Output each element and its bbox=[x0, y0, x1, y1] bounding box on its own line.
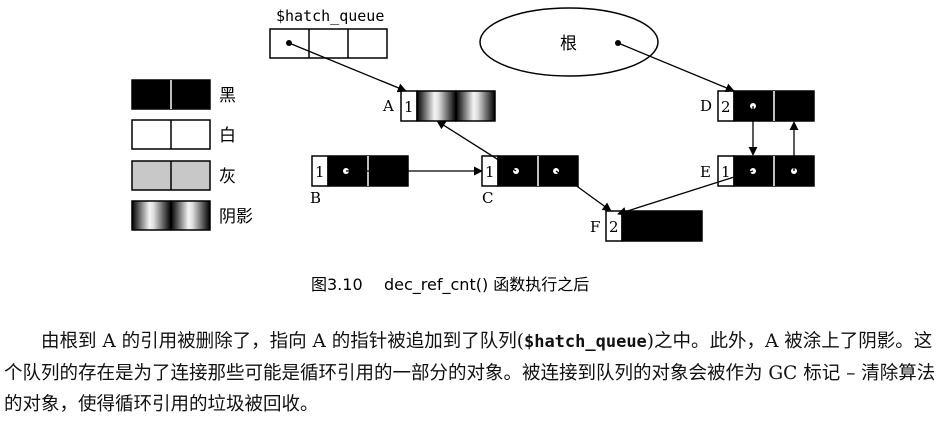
legend-gray: 灰 bbox=[131, 160, 236, 191]
node-b-label: B bbox=[310, 189, 321, 207]
reference-count-diagram: 黑 白 灰 阴影 $hatch_queue 根 A bbox=[131, 7, 815, 295]
node-d-count: 2 bbox=[721, 98, 731, 116]
paragraph-code: $hatch_queue bbox=[523, 332, 647, 352]
node-a-count: 1 bbox=[404, 98, 414, 116]
node-b-count: 1 bbox=[315, 163, 325, 181]
legend-white: 白 bbox=[131, 119, 236, 150]
node-f-count: 2 bbox=[609, 218, 619, 236]
arrow-c-to-a bbox=[436, 120, 517, 172]
legend-gray-label: 灰 bbox=[219, 167, 236, 187]
hatch-queue-label: $hatch_queue bbox=[276, 7, 384, 25]
caption-number: 图3.10 bbox=[311, 275, 363, 294]
pointer-arrows bbox=[288, 42, 799, 216]
node-a: A 1 bbox=[382, 90, 496, 122]
caption-title: dec_ref_cnt() 函数执行之后 bbox=[384, 275, 589, 295]
root: 根 bbox=[479, 7, 659, 77]
node-f: F 2 bbox=[590, 210, 703, 242]
hatch-queue: $hatch_queue bbox=[269, 7, 388, 59]
node-c: 1 C bbox=[481, 155, 579, 207]
node-a-label: A bbox=[382, 97, 394, 115]
node-f-label: F bbox=[590, 218, 600, 236]
node-d: D 2 bbox=[700, 90, 815, 122]
legend-shaded: 阴影 bbox=[131, 200, 253, 231]
node-b: 1 B bbox=[310, 155, 409, 207]
arrow-c-to-f bbox=[555, 170, 612, 212]
body-paragraph: 由根到 A 的引用被删除了，指向 A 的指针被追加到了队列($hatch_que… bbox=[4, 326, 947, 420]
legend: 黑 白 灰 阴影 bbox=[131, 79, 253, 231]
legend-black: 黑 bbox=[131, 79, 236, 110]
node-d-label: D bbox=[700, 97, 712, 115]
node-c-count: 1 bbox=[485, 163, 495, 181]
legend-black-label: 黑 bbox=[219, 86, 236, 106]
arrow-queue-to-a bbox=[288, 42, 407, 93]
node-c-label: C bbox=[482, 189, 493, 207]
root-label: 根 bbox=[560, 34, 577, 54]
paragraph-text: 由根到 A 的引用被删除了，指向 A 的指针被追加到了队列($hatch_que… bbox=[4, 326, 947, 420]
node-e-count: 1 bbox=[721, 163, 731, 181]
arrow-root-to-d bbox=[617, 42, 735, 93]
legend-shaded-label: 阴影 bbox=[219, 207, 253, 227]
node-e: E 1 bbox=[700, 155, 815, 187]
node-e-label: E bbox=[700, 163, 711, 181]
legend-white-label: 白 bbox=[219, 126, 236, 146]
arrow-e-to-f bbox=[617, 170, 754, 216]
paragraph-part-2: )之中。此外，A 被涂上了阴影。这个队列的存在是为了连接那些可能是循环引用的一部… bbox=[4, 331, 936, 415]
paragraph-part-1: 由根到 A 的引用被删除了，指向 A 的指针被追加到了队列( bbox=[41, 331, 524, 352]
figure-caption: 图3.10 dec_ref_cnt() 函数执行之后 bbox=[311, 275, 589, 295]
